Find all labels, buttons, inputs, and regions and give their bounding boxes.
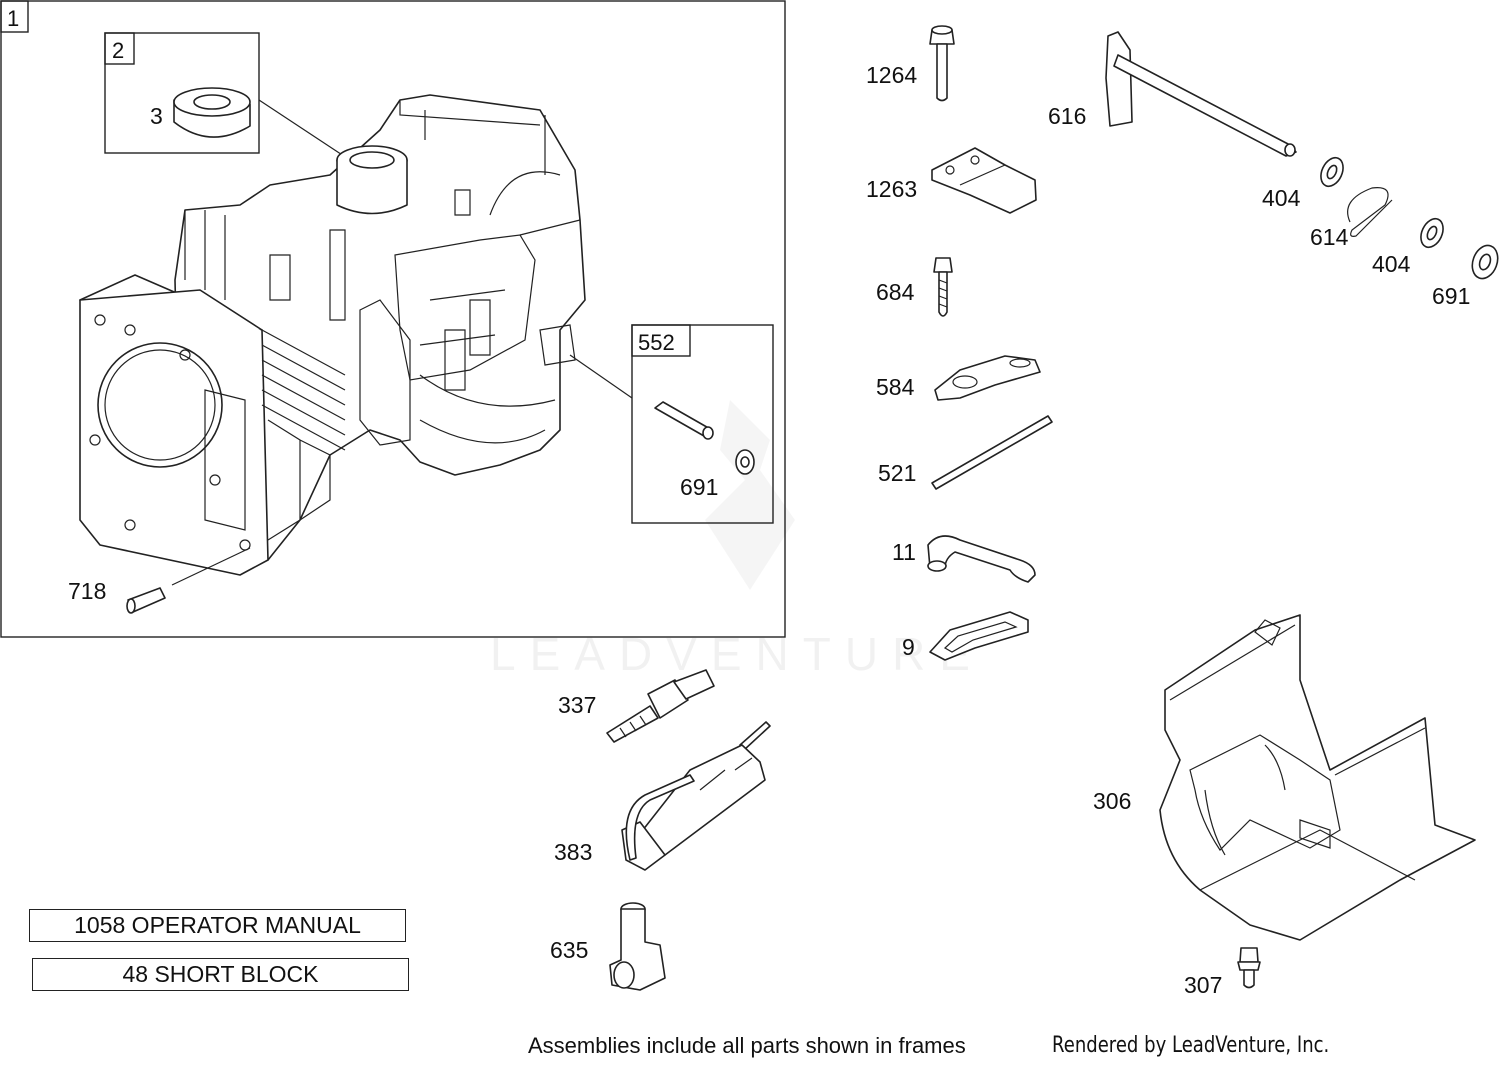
- label-614: 614: [1310, 224, 1349, 250]
- label-337: 337: [558, 692, 596, 718]
- hairpin-clip-614[interactable]: [1347, 187, 1393, 237]
- shroud-306[interactable]: [1159, 614, 1476, 941]
- label-521: 521: [878, 460, 916, 486]
- plate-1263[interactable]: [931, 147, 1037, 214]
- label-718: 718: [68, 578, 106, 604]
- label-691-kit: 691: [680, 474, 718, 500]
- spark-plug-wrench-383[interactable]: [621, 721, 771, 871]
- seal-part[interactable]: [173, 87, 251, 138]
- gasket-9[interactable]: [929, 611, 1029, 661]
- washer-691[interactable]: [1468, 242, 1500, 282]
- label-691: 691: [1432, 283, 1470, 309]
- frame-short-block-tag: [0, 0, 29, 33]
- dowel-pin-718[interactable]: [126, 587, 166, 614]
- label-404a: 404: [1262, 185, 1301, 211]
- label-307: 307: [1184, 972, 1222, 998]
- label-1263: 1263: [866, 176, 917, 202]
- frame-short-block-number: 1: [7, 6, 19, 31]
- label-616: 616: [1048, 103, 1086, 129]
- credit-text: Rendered by LeadVenture, Inc.: [1052, 1033, 1330, 1058]
- screw-684[interactable]: [933, 257, 953, 317]
- leader-pin-kit: [569, 354, 633, 399]
- spark-plug-337[interactable]: [606, 669, 715, 743]
- washer-404a[interactable]: [1317, 154, 1348, 190]
- washer-404b[interactable]: [1417, 215, 1448, 251]
- bolt-307[interactable]: [1237, 947, 1261, 989]
- label-9: 9: [902, 634, 915, 660]
- rod-521[interactable]: [931, 415, 1053, 490]
- frame-pin-kit-tag: [631, 324, 691, 357]
- frame-short-block: [0, 0, 786, 638]
- frame-gasket-kit-tag: [104, 32, 135, 65]
- frame-gasket-kit-number: 2: [112, 38, 124, 63]
- breather-584[interactable]: [934, 355, 1041, 401]
- label-3: 3: [150, 103, 163, 129]
- elbow-fitting-635[interactable]: [609, 902, 666, 991]
- governor-shaft-616[interactable]: [1105, 31, 1297, 157]
- washer-part-691-kit[interactable]: [735, 449, 755, 475]
- assemblies-note: Assemblies include all parts shown in fr…: [528, 1033, 966, 1058]
- frame-pin-kit: [631, 324, 774, 524]
- label-635: 635: [550, 937, 588, 963]
- frame-gasket-kit: [104, 32, 260, 154]
- label-383: 383: [554, 839, 592, 865]
- label-306: 306: [1093, 788, 1131, 814]
- note-operator-manual: 1058 OPERATOR MANUAL: [29, 909, 406, 942]
- leader-718: [171, 547, 251, 586]
- bolt-1264[interactable]: [929, 25, 955, 102]
- label-11: 11: [892, 539, 916, 565]
- label-404b: 404: [1372, 251, 1411, 277]
- dowel-pin-part[interactable]: [654, 401, 714, 440]
- label-584: 584: [876, 374, 915, 400]
- frame-pin-kit-number: 552: [638, 330, 675, 355]
- note-short-block: 48 SHORT BLOCK: [32, 958, 409, 991]
- label-684: 684: [876, 279, 915, 305]
- engine-block[interactable]: [79, 94, 586, 576]
- label-1264: 1264: [866, 62, 917, 88]
- breather-hose-11[interactable]: [927, 535, 1036, 583]
